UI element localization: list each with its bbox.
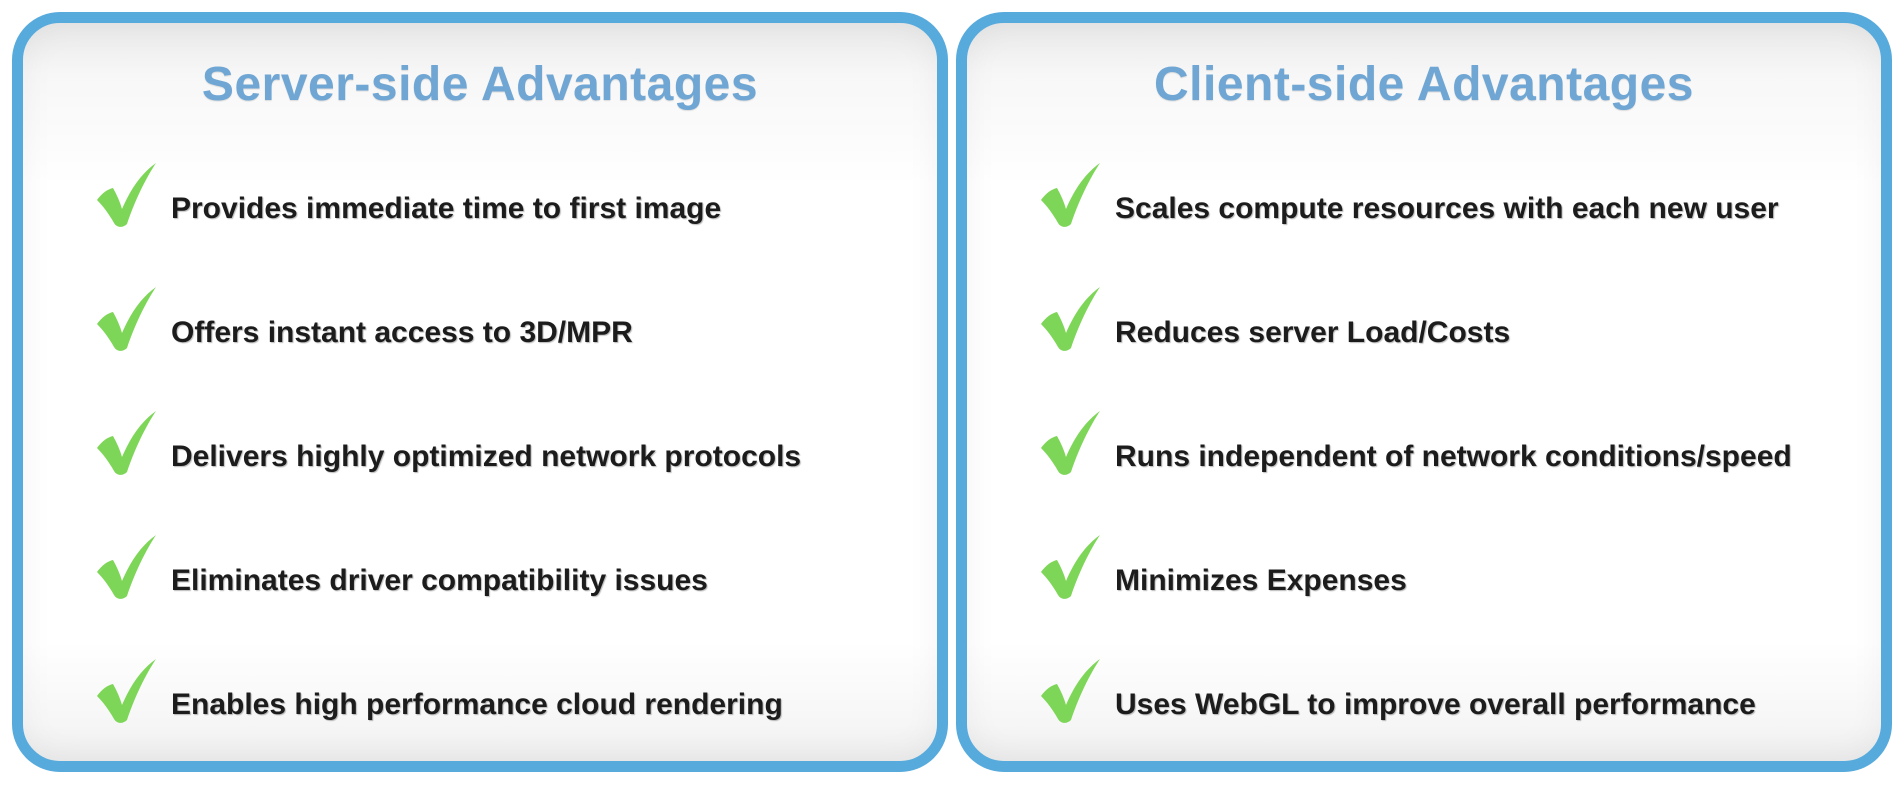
list-item: Delivers highly optimized network protoc… [89,408,897,480]
checkmark-icon [97,535,156,599]
list-item: Runs independent of network conditions/s… [1033,408,1841,480]
list-item: Uses WebGL to improve overall performanc… [1033,656,1841,728]
list-item: Offers instant access to 3D/MPR [89,284,897,356]
list-item: Eliminates driver compatibility issues [89,532,897,604]
list-item: Minimizes Expenses [1033,532,1841,604]
list-item-label: Uses WebGL to improve overall performanc… [1115,688,1756,721]
checkmark-icon [97,287,156,351]
checkmark-icon [1041,535,1100,599]
list-item-label: Delivers highly optimized network protoc… [171,440,802,473]
server-advantages-panel: Server-side Advantages Provides immediat… [12,12,948,772]
checkmark-icon [1041,411,1100,475]
checkmark-icon [97,411,156,475]
checkmark-icon [1041,659,1100,723]
list-item: Enables high performance cloud rendering [89,656,897,728]
server-panel-title: Server-side Advantages [201,58,759,111]
checkmark-icon [97,163,156,227]
list-item-label: Reduces server Load/Costs [1115,316,1511,349]
checkmark-icon [1041,287,1100,351]
list-item-label: Provides immediate time to first image [171,192,722,225]
list-item: Scales compute resources with each new u… [1033,160,1841,232]
list-item-label: Eliminates driver compatibility issues [171,564,708,597]
client-panel-title: Client-side Advantages [1153,58,1694,111]
client-advantages-list: Scales compute resources with each new u… [1033,160,1841,728]
list-item-label: Enables high performance cloud rendering [171,688,783,721]
list-item: Reduces server Load/Costs [1033,284,1841,356]
checkmark-icon [97,659,156,723]
list-item: Provides immediate time to first image [89,160,897,232]
server-advantages-list: Provides immediate time to first image O… [89,160,897,728]
list-item-label: Runs independent of network conditions/s… [1115,440,1792,473]
client-advantages-panel: Client-side Advantages Scales compute re… [956,12,1892,772]
checkmark-icon [1041,163,1100,227]
list-item-label: Offers instant access to 3D/MPR [171,316,633,349]
list-item-label: Scales compute resources with each new u… [1115,192,1779,225]
list-item-label: Minimizes Expenses [1115,564,1407,597]
